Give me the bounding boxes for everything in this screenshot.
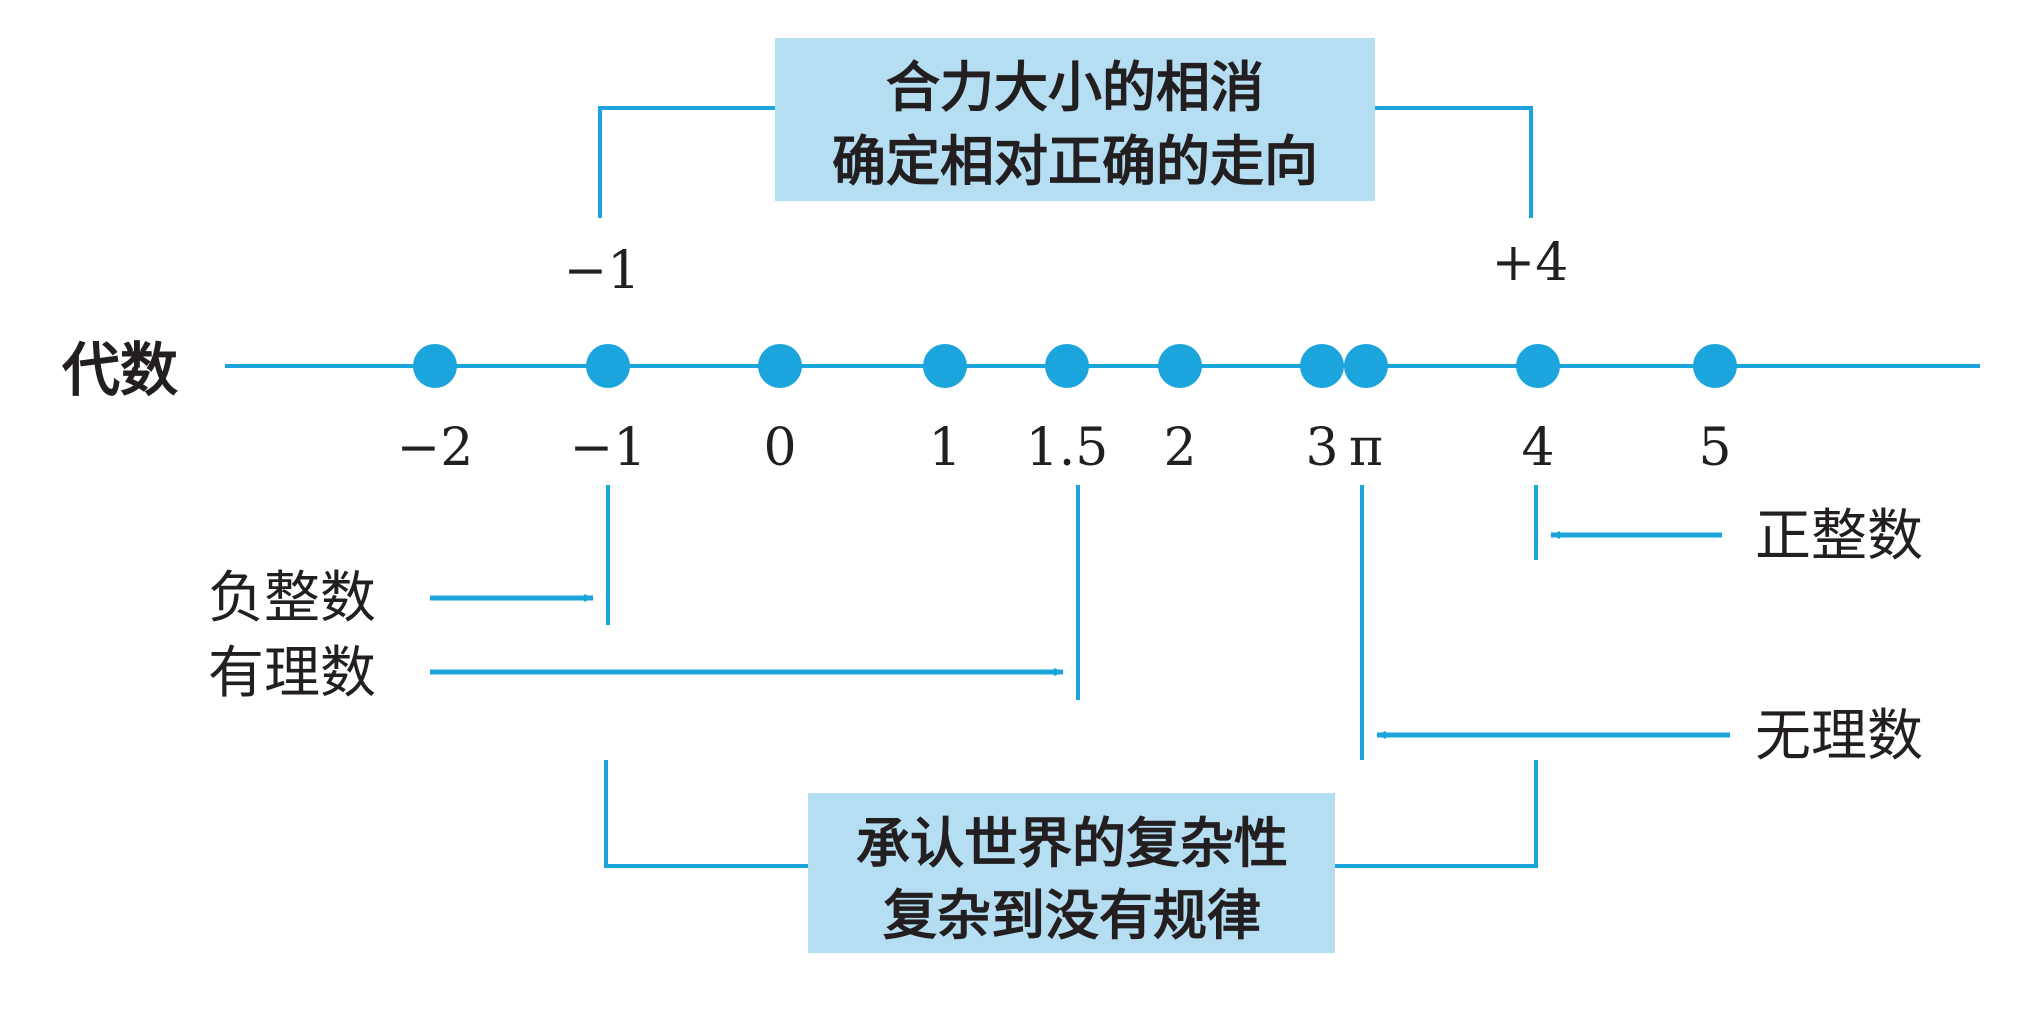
number-line-point (1158, 344, 1202, 388)
axis-label: 代数 (61, 336, 178, 404)
number-line-points (413, 344, 1737, 388)
number-line-point (923, 344, 967, 388)
number-line-point (1693, 344, 1737, 388)
number-line-tick-label: π (1349, 418, 1383, 478)
bottom-box (808, 793, 1335, 953)
top-box-line1: 合力大小的相消 (886, 55, 1264, 119)
bottom-box-line2: 复杂到没有规律 (883, 883, 1261, 947)
number-line-tick-label: 3 (1305, 418, 1338, 478)
number-line-point (586, 344, 630, 388)
number-line-tick-label: 1.5 (1026, 418, 1109, 478)
number-line-point (1300, 344, 1344, 388)
top-label-plus-four: +4 (1492, 233, 1569, 293)
top-box-line2: 确定相对正确的走向 (832, 129, 1318, 193)
rational-label: 有理数 (208, 641, 376, 706)
number-line-tick-label: 5 (1698, 418, 1731, 478)
number-line-point (1516, 344, 1560, 388)
top-bracket-line (598, 106, 1533, 218)
top-box (775, 38, 1375, 201)
negative-integer-label: 负整数 (208, 566, 376, 631)
bottom-bracket-line (604, 760, 1538, 868)
number-line-tick-label: 0 (763, 418, 796, 478)
number-line-point (1045, 344, 1089, 388)
top-label-minus-one: −1 (564, 241, 641, 301)
positive-integer-label: 正整数 (1755, 504, 1923, 569)
number-line-tick-label: 4 (1521, 418, 1554, 478)
bottom-box-line1: 承认世界的复杂性 (856, 811, 1288, 875)
number-line-tick-label: −1 (570, 418, 647, 478)
number-line-tick-label: 2 (1163, 418, 1196, 478)
irrational-label: 无理数 (1755, 704, 1923, 769)
number-line-tick-label: 1 (928, 418, 961, 478)
number-line-point (413, 344, 457, 388)
number-line-point (758, 344, 802, 388)
number-line-tick-label: −2 (397, 418, 474, 478)
number-line-point (1344, 344, 1388, 388)
